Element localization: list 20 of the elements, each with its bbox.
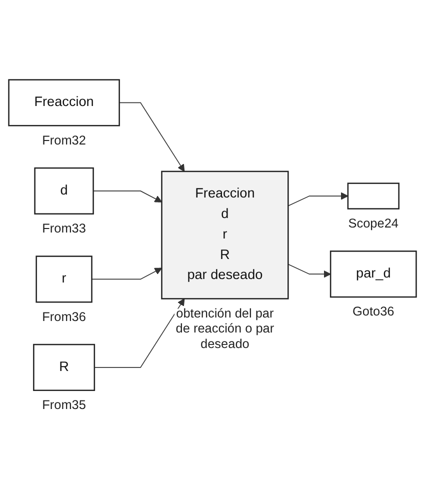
arrow [91, 267, 162, 280]
arrow [92, 190, 162, 202]
arrow [94, 298, 185, 368]
arrow [118, 102, 185, 172]
block-caption: From35 [42, 396, 86, 412]
block-caption: Goto36 [352, 303, 394, 318]
node-box [347, 182, 400, 210]
node-box: r [36, 255, 92, 302]
block-caption: From33 [42, 220, 86, 236]
node-box: Freaccion [8, 78, 120, 126]
arrow [288, 263, 331, 278]
block-caption: Scope24 [348, 215, 398, 230]
block-caption: From32 [42, 132, 86, 147]
node-box: d [34, 167, 94, 214]
node-box: par_d [330, 250, 417, 298]
block-caption: obtención del par de reacción o par deseado [176, 305, 274, 351]
arrow [288, 192, 348, 206]
node-box: Freaccion d r R par deseado [161, 170, 289, 299]
block-caption: From36 [42, 308, 86, 324]
node-box: R [33, 344, 96, 391]
